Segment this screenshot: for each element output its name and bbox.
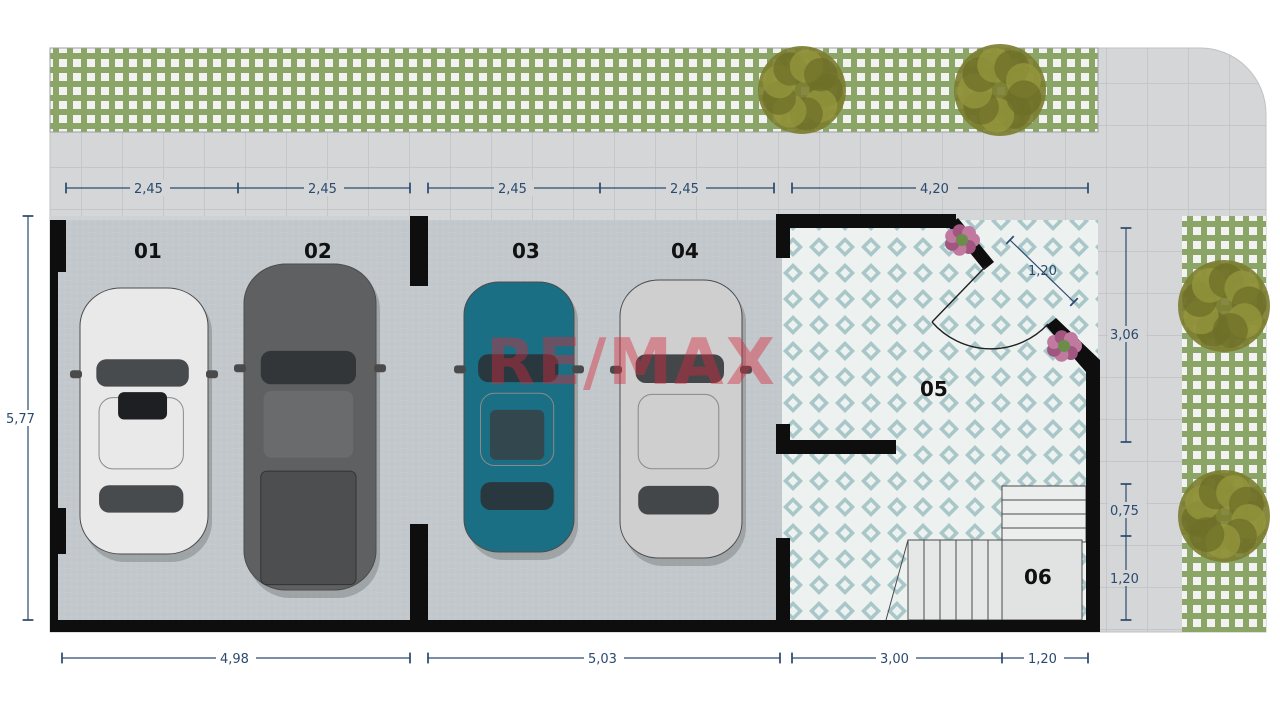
shrubs xyxy=(758,44,1270,562)
room-label-02: 02 xyxy=(304,239,332,263)
dimension-labels: 2,45 2,45 2,45 2,45 4,20 4,98 5,03 3,00 … xyxy=(4,180,1146,667)
pillar-center-bottom xyxy=(410,524,428,632)
dim-left: 5,77 xyxy=(6,412,35,427)
wall-room05-left-bottom xyxy=(776,538,790,632)
shrub xyxy=(1178,260,1270,352)
shrub xyxy=(1178,470,1270,562)
shrub xyxy=(758,46,846,134)
shrub xyxy=(954,44,1046,136)
stairs xyxy=(885,485,1087,621)
room-label-06: 06 xyxy=(1024,565,1052,589)
wall-room05-stub xyxy=(776,440,896,454)
dim-top-3: 2,45 xyxy=(498,182,527,197)
dim-top-1: 2,45 xyxy=(134,182,163,197)
wall-room05-right xyxy=(1086,360,1100,632)
flower-pot-1 xyxy=(945,224,980,256)
room-06-landing xyxy=(1001,539,1083,621)
pillar-center-top xyxy=(410,216,428,286)
room-labels: 01 02 03 04 05 06 xyxy=(134,239,1052,589)
door-swing: 1,20 xyxy=(931,235,1079,350)
flower-pot-2 xyxy=(1047,330,1082,362)
wall-left-lower xyxy=(50,508,66,554)
car-teal-sedan xyxy=(454,281,584,560)
wall-bottom xyxy=(50,620,1098,632)
dim-right-3: 1,20 xyxy=(1110,572,1139,587)
grass-strip-top xyxy=(49,47,1099,133)
wall-room05-top xyxy=(776,214,956,228)
car-dark-pickup xyxy=(234,263,386,598)
room-label-03: 03 xyxy=(512,239,540,263)
room-label-04: 04 xyxy=(671,239,699,263)
wall-left-upper xyxy=(50,216,66,272)
dim-top-5: 4,20 xyxy=(920,182,949,197)
dim-right-2: 0,75 xyxy=(1110,504,1139,519)
dim-bottom-2: 5,03 xyxy=(588,652,617,667)
dim-bottom-1: 4,98 xyxy=(220,652,249,667)
room-label-01: 01 xyxy=(134,239,162,263)
wall-room05-left-top xyxy=(776,214,790,258)
dim-top-4: 2,45 xyxy=(670,182,699,197)
watermark: RE/MAX xyxy=(486,326,777,400)
wall-left-mid xyxy=(50,272,58,508)
room-label-05: 05 xyxy=(920,377,948,401)
walls xyxy=(50,214,1100,632)
cars xyxy=(70,263,752,598)
dim-bottom-4: 1,20 xyxy=(1028,652,1057,667)
wall-left-base xyxy=(50,554,58,632)
dim-right-1: 3,06 xyxy=(1110,328,1139,343)
dim-bottom-3: 3,00 xyxy=(880,652,909,667)
dim-door: 1,20 xyxy=(1028,264,1057,279)
wall-top-garage xyxy=(50,216,410,220)
car-white-suv xyxy=(70,287,218,562)
car-silver-sedan xyxy=(610,279,752,566)
dim-top-2: 2,45 xyxy=(308,182,337,197)
